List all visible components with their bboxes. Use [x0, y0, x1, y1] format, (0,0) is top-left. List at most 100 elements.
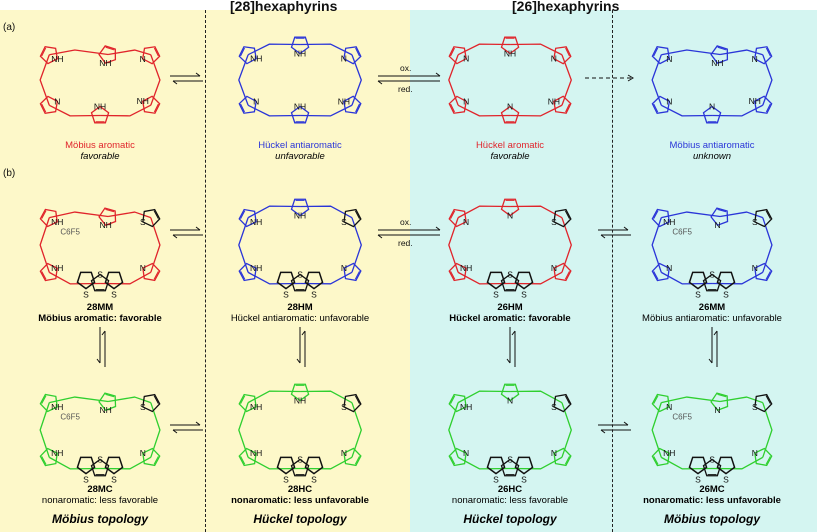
- mol-28MM-double-bond: [41, 271, 47, 280]
- mol-28MM-atom-s: S: [140, 217, 146, 227]
- mol-28HM-ring: [343, 208, 362, 228]
- mol-26MC-c6f5-label: C6F5: [672, 413, 692, 422]
- mol-26HM-meso-link: [561, 217, 572, 273]
- mol-a-26-huckel-atom-n: N: [463, 54, 469, 64]
- mol-a-26-mobius-ring: [702, 105, 722, 124]
- mol-a-28-mobius-atom-nh: NH: [94, 102, 106, 112]
- mol-26HM-core-s-right: S: [521, 290, 527, 300]
- caption-a-3: Hückel aromatic favorable: [476, 140, 544, 162]
- mol-28HC-atom-nh: NH: [250, 402, 262, 412]
- mol-28HC-ring: [343, 393, 362, 413]
- compound-desc-26MC: nonaromatic: less unfavorable: [643, 495, 781, 506]
- mol-a-28-mobius-atom-nh: NH: [51, 54, 63, 64]
- topology-label-1: Möbius topology: [52, 512, 148, 526]
- mol-28MM-atom-nh: NH: [51, 217, 63, 227]
- mol-26MM-double-bond: [765, 271, 771, 280]
- mol-26MC-core-s-right: S: [723, 475, 729, 485]
- mol-28HM-atom-nh: NH: [294, 211, 306, 221]
- mol-28MM-meso-link: [49, 211, 109, 219]
- caption-28MM: 28MM Möbius aromatic: favorable: [38, 302, 162, 324]
- mol-28MC-atom-s: S: [97, 454, 103, 464]
- mol-a-26-mobius-ring: [754, 46, 773, 65]
- mol-a-28-huckel-double-bond: [240, 47, 245, 57]
- mol-28MM-atom-n: N: [140, 263, 146, 273]
- mol-28HC-double-bond: [240, 456, 246, 465]
- mol-28MC-atom-s: S: [140, 402, 146, 412]
- compound-id-26MC: 26MC: [699, 484, 725, 495]
- equilibrium-arrow-b3: [598, 226, 631, 239]
- compound-id-26HM: 26HM: [497, 302, 523, 313]
- mol-28MC-c6f5-label: C6F5: [60, 413, 80, 422]
- mol-a-26-mobius-ring: [754, 95, 773, 114]
- mol-28MM-ring: [142, 208, 161, 228]
- mol-28MC-atom-n: N: [140, 448, 146, 458]
- mol-a-28-huckel-meso-link: [238, 54, 249, 106]
- mol-a-26-mobius-meso-link: [762, 54, 773, 106]
- mol-a-26-huckel-double-bond: [565, 47, 570, 57]
- caption-28MC: 28MC nonaromatic: less favorable: [42, 484, 158, 506]
- red-label-b: red.: [398, 238, 413, 248]
- header-28-hexaphyrins: [28]hexaphyrins: [230, 0, 338, 14]
- redox-arrow-a: [377, 72, 441, 85]
- mol-28MM-atom-s: S: [97, 269, 103, 279]
- mol-28HC-atom-s: S: [341, 402, 347, 412]
- mol-26MM-meso-link: [651, 217, 662, 273]
- mol-a-28-mobius-double-bond: [41, 47, 47, 57]
- mol-28HM-double-bond: [354, 271, 360, 280]
- mol-26HC-double-bond: [450, 456, 456, 465]
- mol-26MM-thiophene-core: [688, 271, 736, 290]
- mol-26HM-double-bond: [450, 210, 456, 219]
- mol-a-28-mobius-atom-nh: NH: [137, 96, 149, 106]
- mol-28MC-atom-nh: NH: [99, 405, 111, 415]
- mol-26HM-atom-n: N: [507, 211, 513, 221]
- compound-desc-28HC: nonaromatic: less unfavorable: [231, 495, 369, 506]
- mol-26MC-atom-s: S: [752, 402, 758, 412]
- mol-28MC-core-s-left: S: [83, 475, 89, 485]
- equilibrium-arrow-b1: [170, 226, 203, 239]
- mol-26MM-ring: [651, 262, 670, 282]
- mol-26HC-double-bond: [450, 395, 456, 404]
- mol-26MC-atom-n: N: [752, 448, 758, 458]
- mol-a-26-mobius-meso-link: [719, 49, 763, 56]
- mol-28MM-meso-link: [150, 217, 161, 273]
- mol-26MC-ring: [651, 393, 670, 413]
- compound-id-28HC: 28HC: [287, 484, 313, 495]
- mol-a-26-mobius-atom-nh: NH: [711, 58, 723, 68]
- mol-26HM-atom-s: S: [507, 269, 513, 279]
- mol-28MC-ring: [142, 447, 161, 467]
- mol-a-28-mobius-atom-n: N: [54, 96, 60, 106]
- mol-26HM-meso-link: [448, 217, 459, 273]
- mol-26MM-ring: [710, 207, 729, 226]
- hexaphyrin-26-panel-background: [410, 10, 817, 532]
- mol-28HC-double-bond: [240, 395, 246, 404]
- dashed-arrow-a: [585, 74, 634, 82]
- header-26-hexaphyrins: [26]hexaphyrins: [512, 0, 620, 14]
- caption-26HC: 26HC nonaromatic: less favorable: [452, 484, 568, 506]
- compound-desc-28HM: Hückel antiaromatic: unfavorable: [230, 313, 370, 324]
- mol-28HM-double-bond: [354, 210, 360, 219]
- mol-28MC-double-bond: [105, 393, 115, 398]
- mol-a-28-mobius-ring: [90, 105, 110, 124]
- mol-26MC-meso-link: [719, 396, 764, 404]
- mol-a-28-huckel-ring: [238, 95, 257, 114]
- mol-26HC-ring: [448, 393, 467, 413]
- mol-a-26-mobius-meso-link: [661, 49, 721, 56]
- mol-26HC-thiophene-core: [486, 456, 534, 475]
- mol-26HC-meso-link: [448, 402, 459, 458]
- mol-28MM-ring: [39, 208, 58, 228]
- mol-a-28-huckel-ring: [343, 95, 362, 114]
- caption-a-4-line2: unknown: [692, 151, 732, 162]
- mol-28MM-core-s-left: S: [83, 290, 89, 300]
- mol-28MC-atom-nh: NH: [51, 448, 63, 458]
- mol-26HC-atom-n: N: [463, 448, 469, 458]
- mol-28MM-atom-nh: NH: [51, 263, 63, 273]
- mol-26HM-atom-nh: NH: [460, 263, 472, 273]
- mol-26MC-core-s-left: S: [695, 475, 701, 485]
- mol-28HC-ring: [238, 393, 257, 413]
